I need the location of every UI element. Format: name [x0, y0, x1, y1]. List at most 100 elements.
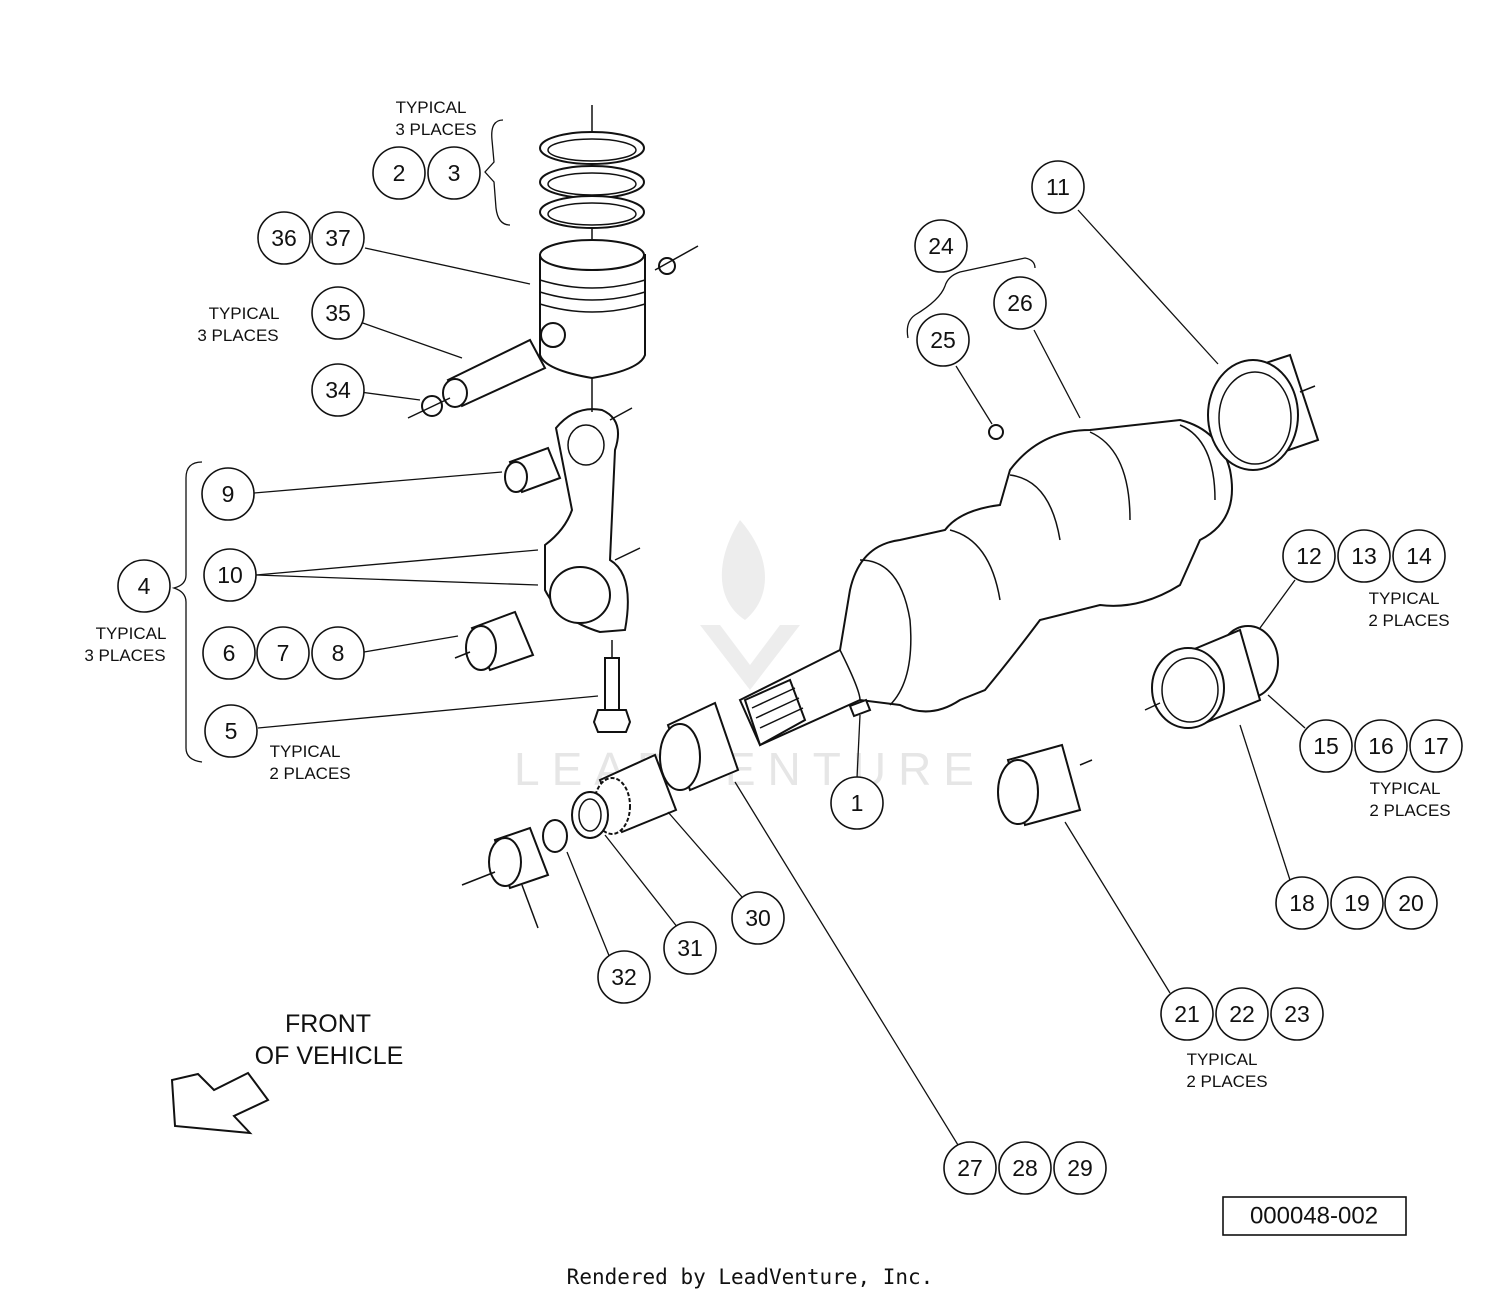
piston-rings — [539, 105, 645, 245]
svg-text:9: 9 — [222, 481, 235, 507]
callout-35[interactable]: 35 — [311, 286, 365, 340]
note-piston-line1: TYPICAL — [209, 304, 280, 323]
note-15-17-line1: TYPICAL — [1370, 779, 1441, 798]
svg-text:28: 28 — [1012, 1155, 1038, 1181]
svg-text:20: 20 — [1398, 890, 1424, 916]
main-bearing-front — [997, 743, 1093, 827]
thrust-washer — [571, 791, 609, 839]
callout-13[interactable]: 13 — [1337, 529, 1391, 583]
piston-pin — [442, 338, 547, 408]
callout-11[interactable]: 11 — [1031, 160, 1085, 214]
callout-27[interactable]: 27 — [943, 1141, 997, 1195]
callout-8[interactable]: 8 — [311, 626, 365, 680]
note-15-17-line2: 2 PLACES — [1369, 801, 1450, 820]
shim — [542, 819, 568, 853]
callout-32[interactable]: 32 — [597, 950, 651, 1004]
svg-text:6: 6 — [223, 640, 236, 666]
callout-19[interactable]: 19 — [1330, 876, 1384, 930]
spacer — [461, 826, 550, 929]
svg-text:2: 2 — [393, 160, 406, 186]
callout-30[interactable]: 30 — [731, 891, 785, 945]
crank-key — [848, 698, 872, 718]
typical-notes: TYPICAL 3 PLACES TYPICAL 3 PLACES TYPICA… — [84, 98, 1450, 1091]
note-12-14-line2: 2 PLACES — [1368, 611, 1449, 630]
note-rings-line1: TYPICAL — [396, 98, 467, 117]
callout-22[interactable]: 22 — [1215, 987, 1269, 1041]
svg-text:29: 29 — [1067, 1155, 1093, 1181]
callout-26[interactable]: 26 — [993, 276, 1047, 330]
callout-14[interactable]: 14 — [1392, 529, 1446, 583]
svg-text:18: 18 — [1289, 890, 1315, 916]
note-bolt-line1: TYPICAL — [270, 742, 341, 761]
callout-36[interactable]: 36 — [257, 211, 311, 265]
note-piston-line2: 3 PLACES — [197, 326, 278, 345]
main-bearing-rear — [1207, 353, 1320, 471]
front-label-line1: FRONT — [285, 1010, 371, 1038]
piston-pin-clip — [658, 257, 676, 275]
note-rings-line2: 3 PLACES — [395, 120, 476, 139]
callout-12[interactable]: 12 — [1282, 529, 1336, 583]
callout-1[interactable]: 1 — [830, 776, 884, 830]
svg-text:32: 32 — [611, 964, 637, 990]
note-21-23-line1: TYPICAL — [1187, 1050, 1258, 1069]
svg-text:27: 27 — [957, 1155, 983, 1181]
callout-7[interactable]: 7 — [256, 626, 310, 680]
callout-23[interactable]: 23 — [1270, 987, 1324, 1041]
callout-16[interactable]: 16 — [1354, 719, 1408, 773]
note-21-23-line2: 2 PLACES — [1186, 1072, 1267, 1091]
svg-text:15: 15 — [1313, 733, 1339, 759]
callouts: 2 3 36 37 35 34 9 10 4 6 7 8 5 11 24 25 … — [117, 146, 1463, 1195]
svg-text:30: 30 — [745, 905, 771, 931]
svg-text:4: 4 — [138, 573, 151, 599]
piston — [539, 239, 646, 380]
svg-text:23: 23 — [1284, 1001, 1310, 1027]
svg-text:13: 13 — [1351, 543, 1377, 569]
svg-text:5: 5 — [225, 718, 238, 744]
watermark: LEADVENTURE — [514, 520, 986, 795]
note-rod-line2: 3 PLACES — [84, 646, 165, 665]
svg-text:25: 25 — [930, 327, 956, 353]
callout-20[interactable]: 20 — [1384, 876, 1438, 930]
callout-21[interactable]: 21 — [1160, 987, 1214, 1041]
callout-15[interactable]: 15 — [1299, 719, 1353, 773]
callout-17[interactable]: 17 — [1409, 719, 1463, 773]
note-bolt-line2: 2 PLACES — [269, 764, 350, 783]
svg-text:21: 21 — [1174, 1001, 1200, 1027]
svg-text:12: 12 — [1296, 543, 1322, 569]
svg-text:16: 16 — [1368, 733, 1394, 759]
leader-lines — [171, 119, 1306, 1146]
small-end-bushing — [504, 446, 562, 494]
svg-text:19: 19 — [1344, 890, 1370, 916]
svg-text:17: 17 — [1423, 733, 1449, 759]
callout-2[interactable]: 2 — [372, 146, 426, 200]
rod-bearing — [454, 610, 535, 672]
footer-credit: Rendered by LeadVenture, Inc. — [567, 1265, 934, 1289]
callout-6[interactable]: 6 — [202, 626, 256, 680]
callout-24[interactable]: 24 — [914, 219, 968, 273]
svg-text:34: 34 — [325, 377, 351, 403]
callout-25[interactable]: 25 — [916, 313, 970, 367]
svg-text:22: 22 — [1229, 1001, 1255, 1027]
callout-28[interactable]: 28 — [998, 1141, 1052, 1195]
callout-29[interactable]: 29 — [1053, 1141, 1107, 1195]
svg-text:11: 11 — [1046, 174, 1070, 200]
callout-18[interactable]: 18 — [1275, 876, 1329, 930]
callout-5[interactable]: 5 — [204, 704, 258, 758]
callout-9[interactable]: 9 — [201, 467, 255, 521]
figure-id: 000048-002 — [1250, 1203, 1378, 1230]
svg-text:37: 37 — [325, 225, 351, 251]
svg-text:14: 14 — [1406, 543, 1432, 569]
front-of-vehicle: FRONT OF VEHICLE — [170, 1010, 403, 1135]
callout-31[interactable]: 31 — [663, 921, 717, 975]
callout-37[interactable]: 37 — [311, 211, 365, 265]
svg-text:35: 35 — [325, 300, 351, 326]
steel-ball — [988, 424, 1004, 440]
watermark-text: LEADVENTURE — [514, 743, 986, 795]
note-rod-line1: TYPICAL — [96, 624, 167, 643]
callout-4[interactable]: 4 — [117, 559, 171, 613]
front-bushing — [659, 701, 740, 792]
callout-10[interactable]: 10 — [203, 548, 257, 602]
callout-34[interactable]: 34 — [311, 363, 365, 417]
callout-3[interactable]: 3 — [427, 146, 481, 200]
